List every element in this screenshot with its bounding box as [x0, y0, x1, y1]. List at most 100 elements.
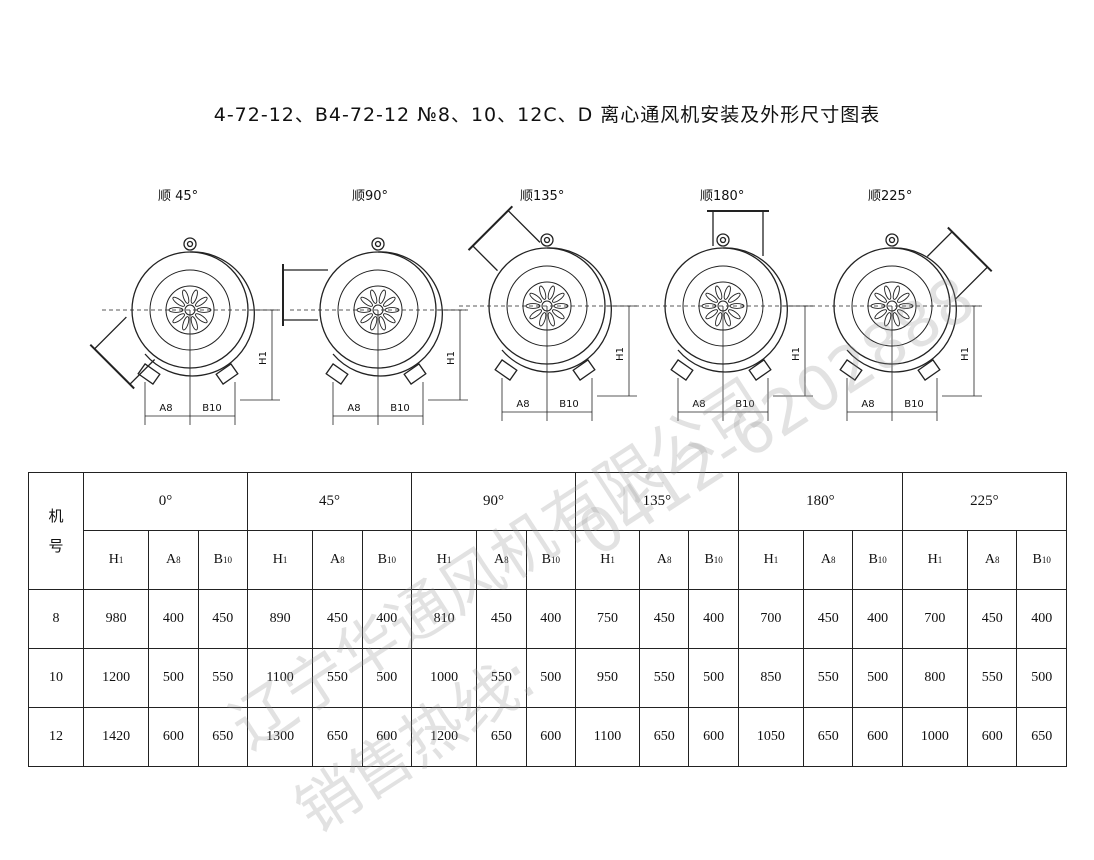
dimension-value-cell: 400: [148, 589, 199, 649]
dimension-value-cell: 550: [966, 648, 1018, 708]
dimension-header: B10: [361, 530, 413, 590]
angle-header: 45°: [247, 472, 412, 531]
angle-header: 225°: [901, 472, 1068, 531]
dimension-header: H1: [246, 530, 314, 590]
dimension-value-cell: 850: [737, 648, 805, 708]
dimension-value-cell: 500: [148, 648, 199, 708]
dimension-value-cell: 450: [476, 589, 527, 649]
angle-header: 90°: [411, 472, 576, 531]
machine-number-cell: 12: [28, 707, 84, 767]
dim-label-b10: B10: [904, 399, 924, 410]
dimension-lines: [804, 305, 982, 421]
dim-label-a8: A8: [692, 399, 705, 410]
outlet-duct: [707, 210, 769, 256]
dimension-value-cell: 400: [852, 589, 903, 649]
machine-number-header: 机号: [28, 472, 84, 590]
dimension-value-cell: 650: [476, 707, 527, 767]
outlet-duct: [282, 264, 328, 326]
dim-label-b10: B10: [735, 399, 755, 410]
dimension-value-cell: 400: [525, 589, 577, 649]
dimension-value-cell: 550: [476, 648, 527, 708]
dimension-value-cell: 600: [688, 707, 739, 767]
dimension-value-cell: 500: [688, 648, 739, 708]
dimension-header: B10: [197, 530, 249, 590]
fan-diagram: A8 B10 H1: [635, 210, 813, 421]
dimension-value-cell: 650: [1016, 707, 1067, 767]
dimension-lines: [459, 305, 637, 421]
fan-housing: [89, 237, 255, 390]
dimension-value-cell: 450: [966, 589, 1018, 649]
dimension-header: A8: [312, 530, 363, 590]
dimension-value-cell: 980: [82, 589, 150, 649]
dimension-value-cell: 650: [638, 707, 690, 767]
dimension-value-cell: 600: [148, 707, 199, 767]
dim-label-b10: B10: [202, 403, 222, 414]
fan-housing: [664, 210, 788, 381]
dimension-header: H1: [82, 530, 150, 590]
dimension-value-cell: 550: [638, 648, 690, 708]
dimension-value-cell: 600: [852, 707, 903, 767]
dimension-value-cell: 550: [802, 648, 854, 708]
diagram-label: 顺180°: [700, 189, 745, 204]
dimension-value-cell: 700: [901, 589, 969, 649]
dimension-value-cell: 650: [802, 707, 854, 767]
fan-diagram: A8 B10 H1: [804, 226, 993, 421]
dimension-value-cell: 890: [246, 589, 314, 649]
dimension-value-cell: 950: [575, 648, 640, 708]
dimension-value-cell: 1000: [410, 648, 478, 708]
dim-label-a8: A8: [516, 399, 529, 410]
dim-label-a8: A8: [159, 403, 172, 414]
dim-label-h1: H1: [791, 347, 802, 361]
dimension-lines: [290, 309, 468, 425]
outlet-duct: [926, 226, 993, 300]
dimension-header: A8: [802, 530, 854, 590]
dimension-value-cell: 500: [361, 648, 413, 708]
angle-header-row: 机号 0° 45° 90° 135° 180° 225°: [28, 472, 1068, 590]
outlet-duct: [89, 316, 156, 390]
dimension-lines: [102, 309, 280, 425]
page-title: 4-72-12、B4-72-12 №8、10、12C、D 离心通风机安装及外形尺…: [213, 104, 881, 126]
dimension-value-cell: 1100: [246, 648, 314, 708]
dimension-value-cell: 600: [361, 707, 413, 767]
dim-label-a8: A8: [861, 399, 874, 410]
dimension-value-cell: 450: [197, 589, 249, 649]
fan-housing: [282, 237, 443, 385]
outlet-duct: [467, 205, 541, 272]
dim-label-b10: B10: [559, 399, 579, 410]
dimension-value-cell: 1000: [901, 707, 969, 767]
angle-header: 135°: [575, 472, 739, 531]
dimension-value-cell: 450: [312, 589, 363, 649]
dimension-header: B10: [852, 530, 903, 590]
dimension-value-cell: 550: [197, 648, 249, 708]
dimension-value-cell: 500: [852, 648, 903, 708]
dimension-header: B10: [1016, 530, 1067, 590]
machine-number-cell: 10: [28, 648, 84, 708]
dimension-value-cell: 550: [312, 648, 363, 708]
fan-diagram: A8 B10 H1: [459, 205, 637, 421]
diagram-label: 顺225°: [868, 189, 913, 204]
dimension-header: A8: [476, 530, 527, 590]
angle-header: 180°: [737, 472, 903, 531]
dim-label-h1: H1: [960, 347, 971, 361]
dimension-value-cell: 1100: [575, 707, 640, 767]
dimension-lines: [635, 305, 813, 421]
dimension-value-cell: 500: [1016, 648, 1067, 708]
dim-label-h1: H1: [258, 351, 269, 365]
dimension-header: B10: [688, 530, 739, 590]
dimension-value-cell: 750: [575, 589, 640, 649]
dimension-header: A8: [148, 530, 199, 590]
dim-label-h1: H1: [615, 347, 626, 361]
dimension-header: H1: [737, 530, 805, 590]
dimension-value-cell: 600: [525, 707, 577, 767]
dimension-value-cell: 810: [410, 589, 478, 649]
dimension-header: B10: [525, 530, 577, 590]
dimension-header: H1: [410, 530, 478, 590]
dimension-value-cell: 800: [901, 648, 969, 708]
dimension-value-cell: 700: [737, 589, 805, 649]
